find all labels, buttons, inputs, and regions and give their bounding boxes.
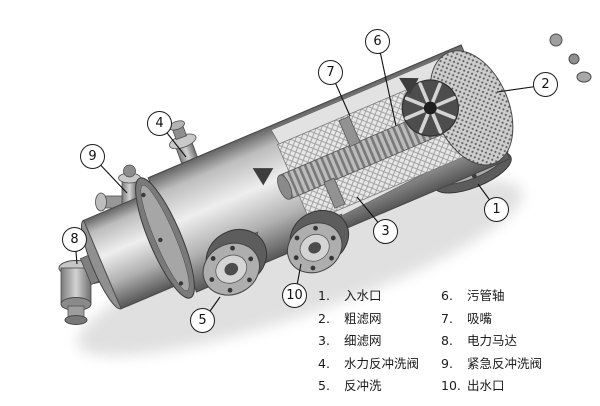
callout-10: 10 [282, 283, 307, 308]
legend-label: 细滤网 [344, 333, 382, 348]
legend-number: 8. [441, 333, 453, 348]
legend-label: 反冲洗 [344, 378, 382, 393]
callout-number: 2 [541, 77, 550, 92]
legend-number: 1. [318, 288, 330, 303]
callout-4: 4 [147, 111, 172, 136]
legend-item-6: 6. 污管轴 [441, 285, 542, 304]
callout-number: 1 [492, 202, 501, 217]
legend-item-9: 9. 紧急反冲洗阀 [441, 353, 542, 372]
legend-item-4: 4. 水力反冲洗阀 [318, 353, 419, 372]
legend-number: 6. [441, 288, 453, 303]
callout-3: 3 [373, 219, 398, 244]
legend-label: 水力反冲洗阀 [344, 355, 420, 371]
legend-item-1: 1. 入水口 [318, 285, 419, 304]
legend-number: 4. [318, 355, 330, 371]
callout-8: 8 [62, 227, 87, 252]
callout-number: 4 [155, 116, 164, 131]
legend-item-8: 8. 电力马达 [441, 330, 542, 349]
callout-number: 10 [286, 288, 303, 303]
callout-5: 5 [190, 308, 215, 333]
legend-label: 粗滤网 [344, 310, 382, 326]
legend-number: 3. [318, 333, 330, 348]
legend-number: 7. [441, 310, 453, 326]
legend-number: 5. [318, 378, 330, 393]
legend: 1. 入水口 2. 粗滤网 3. 细滤网 4. 水力反冲洗阀 5. 反冲洗 6. [318, 285, 542, 394]
legend-label: 吸嘴 [467, 310, 493, 326]
callout-2: 2 [533, 72, 558, 97]
legend-column-right: 6. 污管轴 7. 吸嘴 8. 电力马达 9. 紧急反冲洗阀 10. 出水口 [441, 285, 542, 394]
legend-label: 入水口 [344, 288, 382, 303]
callout-number: 5 [198, 313, 207, 328]
legend-item-5: 5. 反冲洗 [318, 375, 419, 394]
callout-number: 3 [381, 224, 390, 239]
turbine-wheel [401, 79, 459, 137]
callout-7: 7 [318, 60, 343, 85]
legend-item-7: 7. 吸嘴 [441, 308, 542, 327]
callout-number: 7 [326, 65, 335, 80]
suction-nozzle [323, 177, 346, 209]
backwash-flange [202, 228, 268, 296]
legend-label: 污管轴 [467, 288, 505, 303]
suction-nozzle [338, 115, 361, 147]
flow-arrow-icon [252, 168, 274, 186]
callout-9: 9 [80, 144, 105, 169]
legend-column-left: 1. 入水口 2. 粗滤网 3. 细滤网 4. 水力反冲洗阀 5. 反冲洗 [318, 285, 419, 394]
legend-number: 2. [318, 310, 330, 326]
callout-number: 8 [70, 232, 79, 247]
legend-item-3: 3. 细滤网 [318, 330, 419, 349]
callout-1: 1 [484, 197, 509, 222]
legend-label: 紧急反冲洗阀 [467, 355, 543, 371]
end-cap-fittings [549, 33, 592, 83]
callout-6: 6 [365, 29, 390, 54]
callout-number: 9 [88, 149, 97, 164]
legend-number: 10. [441, 378, 461, 393]
legend-item-10: 10. 出水口 [441, 375, 542, 394]
legend-label: 出水口 [467, 378, 505, 393]
legend-label: 电力马达 [467, 333, 518, 348]
callout-number: 6 [373, 34, 382, 49]
flow-arrow-icon [399, 77, 419, 96]
legend-item-2: 2. 粗滤网 [318, 308, 419, 327]
legend-number: 9. [441, 355, 453, 371]
outlet-flange [287, 209, 350, 274]
